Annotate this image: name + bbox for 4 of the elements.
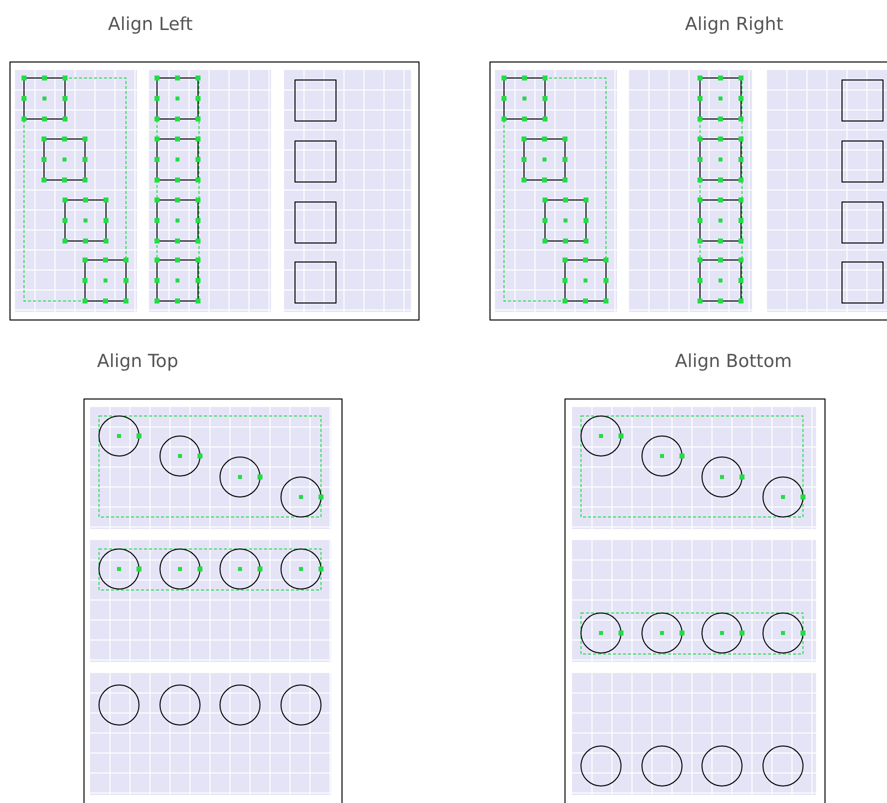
section-title: Align Left (108, 14, 193, 35)
section-title: Align Bottom (675, 351, 792, 372)
section-title: Align Top (97, 351, 178, 372)
section-title: Align Right (685, 14, 784, 35)
